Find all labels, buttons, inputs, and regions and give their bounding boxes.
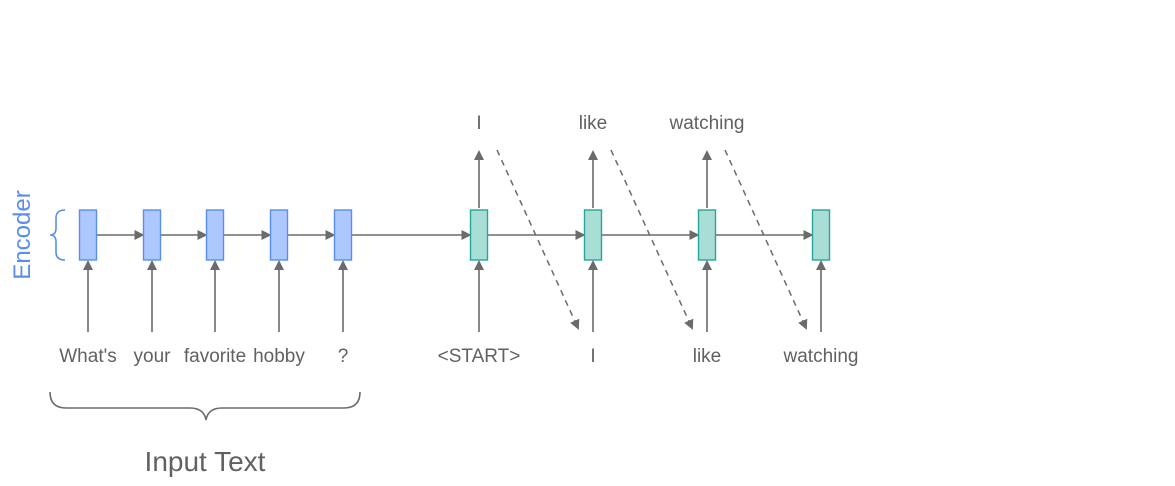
decoder-cell (469, 209, 489, 261)
encoder-cell (269, 209, 289, 261)
feedback-dashed-arrow (496, 149, 580, 330)
decoder-output-word: like (579, 113, 608, 134)
encoder-input-word: favorite (184, 346, 246, 367)
encoder-cell (333, 209, 353, 261)
feedback-dashed-arrow (724, 149, 808, 330)
decoder-input-word: I (590, 346, 595, 367)
encoder-input-word: What's (59, 346, 116, 367)
input-text-brace (49, 391, 361, 421)
decoder-input-word: like (693, 346, 722, 367)
encoder-brace (49, 209, 66, 261)
encoder-input-word: your (134, 346, 172, 367)
input-text-label: Input Text (145, 446, 266, 477)
encoder-input-word: hobby (253, 346, 305, 367)
decoder-output-word: I (476, 113, 481, 134)
decoder-cell (583, 209, 603, 261)
encoder-cell (78, 209, 98, 261)
encoder-cell (142, 209, 162, 261)
decoder-cell (697, 209, 717, 261)
encoder-cell (205, 209, 225, 261)
decoder-cell (811, 209, 831, 261)
decoder-output-word: watching (669, 113, 745, 134)
encoder-input-word: ? (338, 346, 349, 367)
encoder-label: Encoder (9, 190, 36, 279)
decoder-input-word: <START> (438, 346, 521, 367)
feedback-dashed-arrow (610, 149, 694, 330)
decoder-input-word: watching (783, 346, 859, 367)
